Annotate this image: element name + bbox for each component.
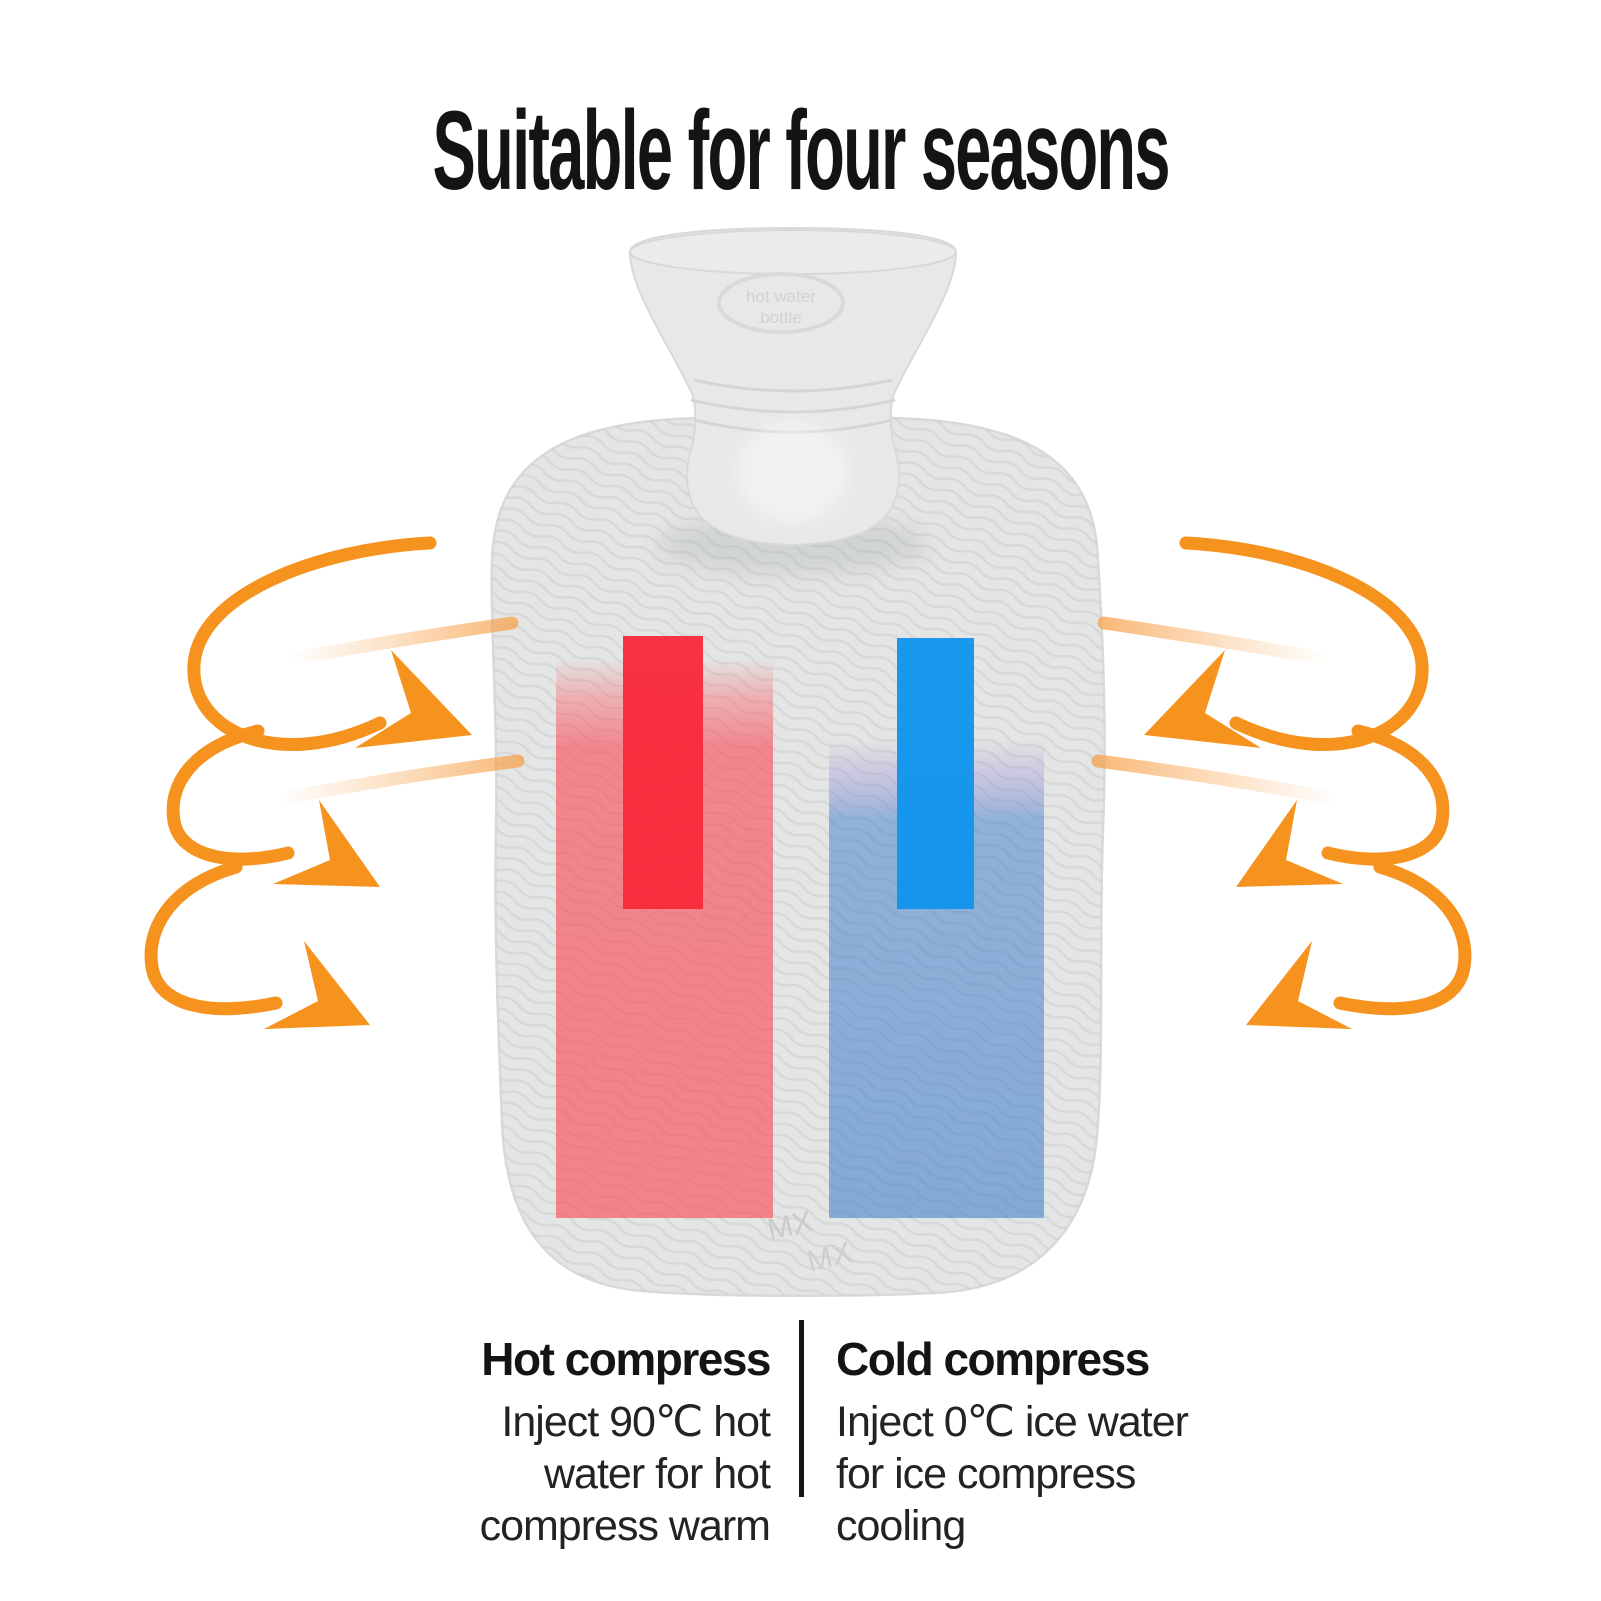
- cold-compress-label: Cold compress Inject 0℃ ice water for ic…: [836, 1318, 1256, 1552]
- cold-compress-line1: Inject 0℃ ice water: [836, 1398, 1189, 1446]
- cold-compress-bar: [897, 638, 974, 909]
- compress-zones: [556, 636, 1044, 1218]
- cold-compress-line2: for ice compress: [836, 1450, 1136, 1498]
- cold-compress-line3: cooling: [836, 1502, 966, 1550]
- funnel-rim: [629, 229, 957, 275]
- bottle-funnel-neck: hot water bottle: [628, 226, 958, 547]
- hot-compress-heading: Hot compress: [481, 1333, 771, 1385]
- hot-compress-bar: [623, 636, 703, 909]
- page-title-text: Suitable for four seasons: [432, 88, 1170, 213]
- emboss-text-line1: hot water: [746, 287, 816, 306]
- hot-compress-line2: water for hot: [544, 1450, 771, 1498]
- label-divider: [799, 1320, 804, 1497]
- hot-compress-line3: compress warm: [479, 1502, 771, 1550]
- hot-compress-description: Inject 90℃ hot water for hot compress wa…: [400, 1396, 771, 1552]
- emboss-oval: [717, 272, 845, 334]
- cold-compress-heading: Cold compress: [836, 1333, 1150, 1385]
- cold-compress-description: Inject 0℃ ice water for ice compress coo…: [836, 1396, 1256, 1552]
- emboss-text-line2: bottle: [760, 308, 802, 327]
- hot-compress-line1: Inject 90℃ hot: [501, 1398, 771, 1446]
- page-title: Suitable for four seasons: [0, 92, 1601, 210]
- heat-swirl-right-icon: [1098, 543, 1465, 1029]
- hot-compress-label: Hot compress Inject 90℃ hot water for ho…: [400, 1318, 772, 1552]
- heat-swirl-left-icon: [151, 543, 518, 1029]
